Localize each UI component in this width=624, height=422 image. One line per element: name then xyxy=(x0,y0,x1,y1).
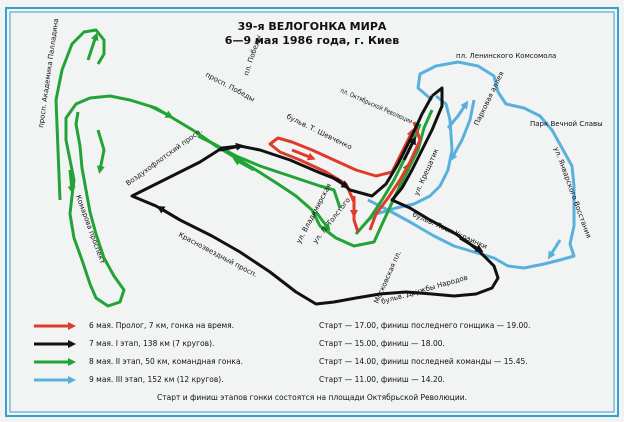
map-title: 39-я ВЕЛОГОНКА МИРА 6—9 мая 1986 года, г… xyxy=(0,20,624,48)
legend-time-3: Старт — 11.00, финиш — 14.20. xyxy=(319,375,445,384)
legend-row-0: 6 мая. Пролог, 7 км, гонка на время. Ста… xyxy=(32,319,612,333)
label-yanvarskogo: ул. Январского Восстания xyxy=(552,146,592,239)
legend-stage-0: 6 мая. Пролог, 7 км, гонка на время. xyxy=(89,321,235,330)
title-line2: 6—9 мая 1986 года, г. Киев xyxy=(224,34,400,47)
map-border-outer xyxy=(5,7,619,417)
legend-stage-2: 8 мая. II этап, 50 км, командная гонка. xyxy=(89,357,243,366)
label-park-vechnoy: Парк Вечной Славы xyxy=(530,120,603,128)
label-druzhby-narodov: бульв. Дружбы Народов xyxy=(380,274,468,306)
route-green xyxy=(54,28,434,308)
street-labels: просп. Академика Палладина Комарова прос… xyxy=(37,18,603,306)
legend-time-2: Старт — 14.00, финиш последней команды —… xyxy=(319,357,528,366)
legend-stage-1: 7 мая. I этап, 138 км (7 кругов). xyxy=(89,339,215,348)
legend-time-0: Старт — 17.00, финиш последнего гонщика … xyxy=(319,321,531,330)
legend-row-2: 8 мая. II этап, 50 км, командная гонка. … xyxy=(32,355,612,369)
legend-arrows xyxy=(34,322,76,384)
title-line1: 39-я ВЕЛОГОНКА МИРА xyxy=(237,20,387,33)
legend-row-1: 7 мая. I этап, 138 км (7 кругов). Старт … xyxy=(32,337,612,351)
label-pl-oktyabrskoy-text: пл. Октябрьской Революции xyxy=(339,87,414,126)
label-pl-leninskogo: пл. Ленинского Комсомола xyxy=(456,52,556,60)
label-shevchenko: бульв. Т. Шевченко xyxy=(285,113,353,152)
label-pl-oktyabrskoy: пл. Октябрьской Революции xyxy=(339,87,414,126)
legend-row-3: 9 мая. III этап, 152 км (12 кругов). Ста… xyxy=(32,373,612,387)
map-border-inner xyxy=(9,11,615,413)
route-black xyxy=(130,86,500,306)
map-footer: Старт и финиш этапов гонки состоятся на … xyxy=(157,393,467,402)
legend-stage-3: 9 мая. III этап, 152 км (12 кругов). xyxy=(89,375,224,384)
legend-time-1: Старт — 15.00, финиш — 18.00. xyxy=(319,339,445,348)
